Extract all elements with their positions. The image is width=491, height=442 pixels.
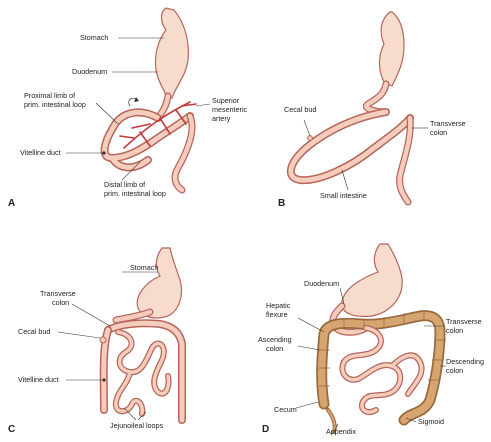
panel-d-cecum-label: Cecum <box>274 405 297 414</box>
panel-c-stomach-label: Stomach <box>130 263 158 272</box>
panel-d-sigmoid-label: Sigmoid <box>418 417 444 426</box>
panel-a-sma-label-1: Superior <box>212 96 240 105</box>
panel-d-ascending-colon-label-2: colon <box>266 344 283 353</box>
panel-b-transverse-colon-label-1: Transverse <box>430 119 466 128</box>
panel-b-cecal-bud-label: Cecal bud <box>284 105 316 114</box>
panel-b: Cecal bud Transverse colon Small intesti… <box>278 12 466 209</box>
panel-d-descending-colon-label-1: Descending <box>446 357 484 366</box>
panel-a-vitelline-duct-label: Vitelline duct <box>20 148 61 157</box>
panel-d-transverse-colon-label-1: Transverse <box>446 317 482 326</box>
panel-d-duodenum-label: Duodenum <box>304 279 339 288</box>
panel-a-duodenum-label: Duodenum <box>72 67 107 76</box>
panel-d-hepatic-flexure-label-2: flexure <box>266 310 288 319</box>
panel-d-descending-colon-label-2: colon <box>446 366 463 375</box>
panel-b-small-intestine-label: Small intestine <box>320 191 367 200</box>
panel-a-distal-limb-label-1: Distal limb of <box>104 180 145 189</box>
panel-a-proximal-limb-label-1: Proximal limb of <box>24 91 75 100</box>
panel-d-stomach <box>342 244 402 316</box>
panel-a-sma-label-3: artery <box>212 114 231 123</box>
panel-a-stomach <box>155 8 188 98</box>
panel-d-transverse-colon-label-2: colon <box>446 326 463 335</box>
panel-a-proximal-limb-label-2: prim. intestinal loop <box>24 100 86 109</box>
panel-a-sma-label-2: mesenteric <box>212 105 248 114</box>
panel-c-cecal-bud-label: Cecal bud <box>18 327 50 336</box>
panel-a-letter: A <box>8 198 15 209</box>
panel-b-transverse-colon-label-2: colon <box>430 128 447 137</box>
panel-c: Stomach Transverse colon Cecal bud Vitel… <box>8 248 182 435</box>
panel-b-letter: B <box>278 198 285 209</box>
panel-c-vitelline-duct-label: Vitelline duct <box>18 375 59 384</box>
panel-d-hepatic-flexure-label-1: Hepatic <box>266 301 291 310</box>
panel-d-appendix-label: Appendix <box>326 427 356 436</box>
panel-c-letter: C <box>8 424 15 435</box>
panel-c-stomach <box>137 248 181 318</box>
panel-c-transverse-colon-label-1: Transverse <box>40 289 76 298</box>
panel-d-ascending-colon-label-1: Ascending <box>258 335 292 344</box>
panel-a-stomach-label: Stomach <box>80 33 108 42</box>
panel-a: Stomach Duodenum Proximal limb of prim. … <box>8 8 248 209</box>
panel-d-letter: D <box>262 424 269 435</box>
panel-c-transverse-colon <box>108 323 182 420</box>
panel-c-transverse-colon-label-2: colon <box>52 298 69 307</box>
panel-b-stomach <box>380 12 405 86</box>
panel-c-jejunoileal-loops-label: Jejunoileal loops <box>110 421 164 430</box>
panel-d: Duodenum Hepatic flexure Transverse colo… <box>258 244 484 436</box>
panel-a-distal-limb-label-2: prim. intestinal loop <box>104 189 166 198</box>
